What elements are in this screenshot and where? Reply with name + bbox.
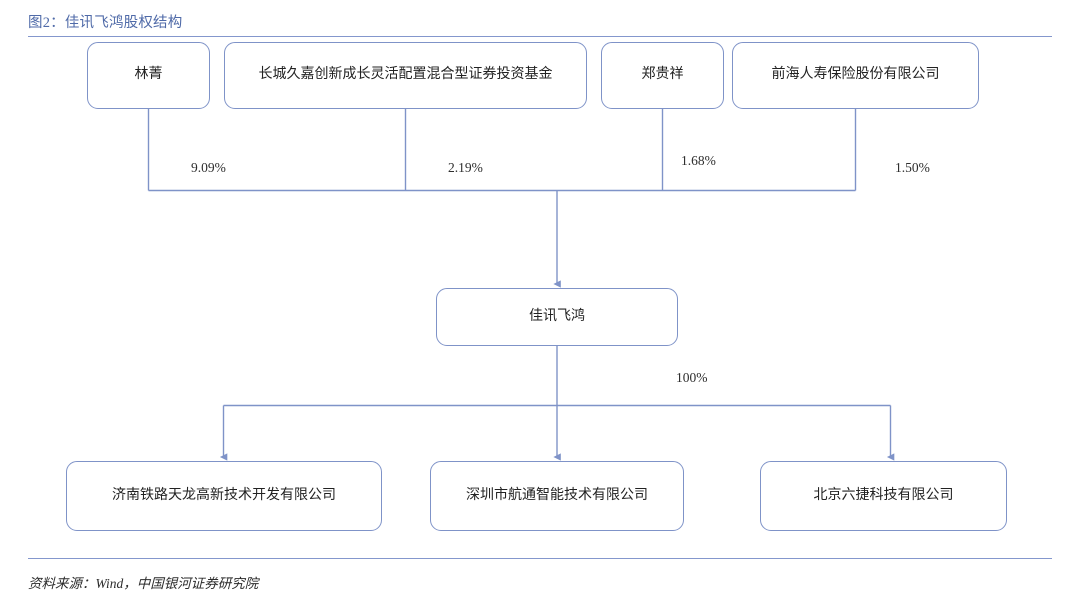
- stake-label-zheng: 1.68%: [681, 153, 716, 168]
- node-label: 佳讯飞鸿: [529, 308, 585, 324]
- node-label: 郑贵祥: [641, 67, 684, 83]
- node-label: 北京六捷科技有限公司: [813, 487, 954, 503]
- node-label: 长城久嘉创新成长灵活配置混合型证券投资基金: [258, 67, 553, 83]
- stake-label-subsidiaries: 100%: [676, 370, 708, 385]
- node-subsidiary-beijing[interactable]: 北京六捷科技有限公司: [760, 461, 1007, 531]
- source-divider-bottom: [28, 558, 1052, 559]
- node-shareholder-qianhai[interactable]: 前海人寿保险股份有限公司: [732, 42, 979, 109]
- node-company-jiaxun[interactable]: 佳讯飞鸿: [436, 288, 678, 346]
- node-label: 前海人寿保险股份有限公司: [771, 67, 940, 83]
- title-divider-top: [28, 36, 1052, 37]
- stake-label-qianhai: 1.50%: [895, 160, 930, 175]
- node-shareholder-zheng[interactable]: 郑贵祥: [601, 42, 724, 109]
- node-label: 深圳市航通智能技术有限公司: [466, 487, 648, 503]
- node-shareholder-linjing[interactable]: 林菁: [87, 42, 210, 109]
- stake-label-fund: 2.19%: [448, 160, 483, 175]
- stake-label-linjing: 9.09%: [191, 160, 226, 175]
- node-shareholder-fund[interactable]: 长城久嘉创新成长灵活配置混合型证券投资基金: [224, 42, 587, 109]
- figure-title: 图2：佳讯飞鸿股权结构: [28, 15, 183, 31]
- node-subsidiary-shenzhen[interactable]: 深圳市航通智能技术有限公司: [430, 461, 684, 531]
- node-subsidiary-jinan[interactable]: 济南铁路天龙高新技术开发有限公司: [66, 461, 382, 531]
- source-note: 资料来源：Wind，中国银河证券研究院: [28, 576, 259, 591]
- node-label: 济南铁路天龙高新技术开发有限公司: [112, 487, 336, 503]
- node-label: 林菁: [134, 67, 163, 83]
